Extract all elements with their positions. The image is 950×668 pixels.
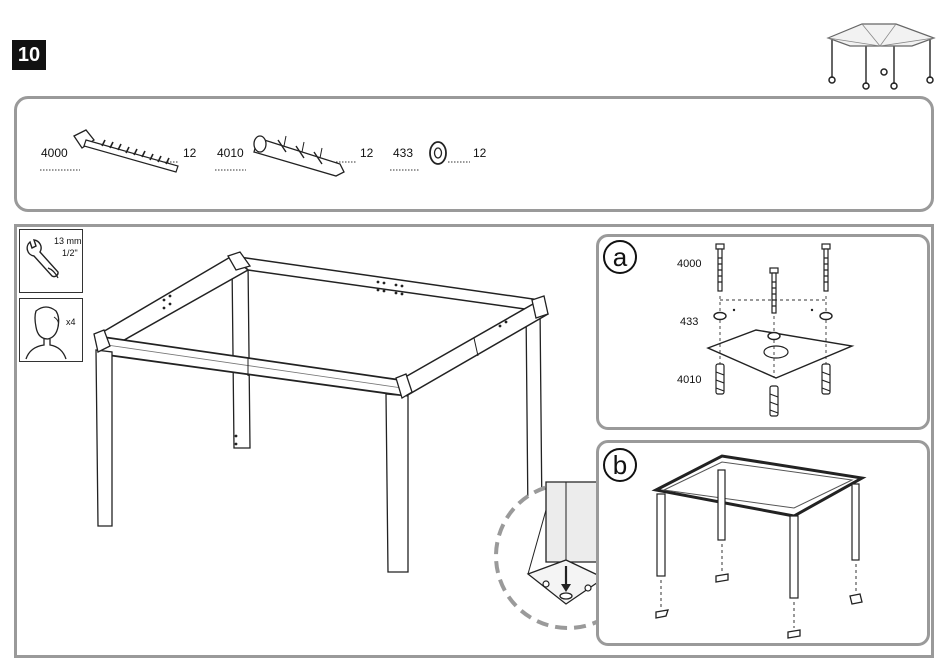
detail-b-drawing (0, 0, 950, 668)
